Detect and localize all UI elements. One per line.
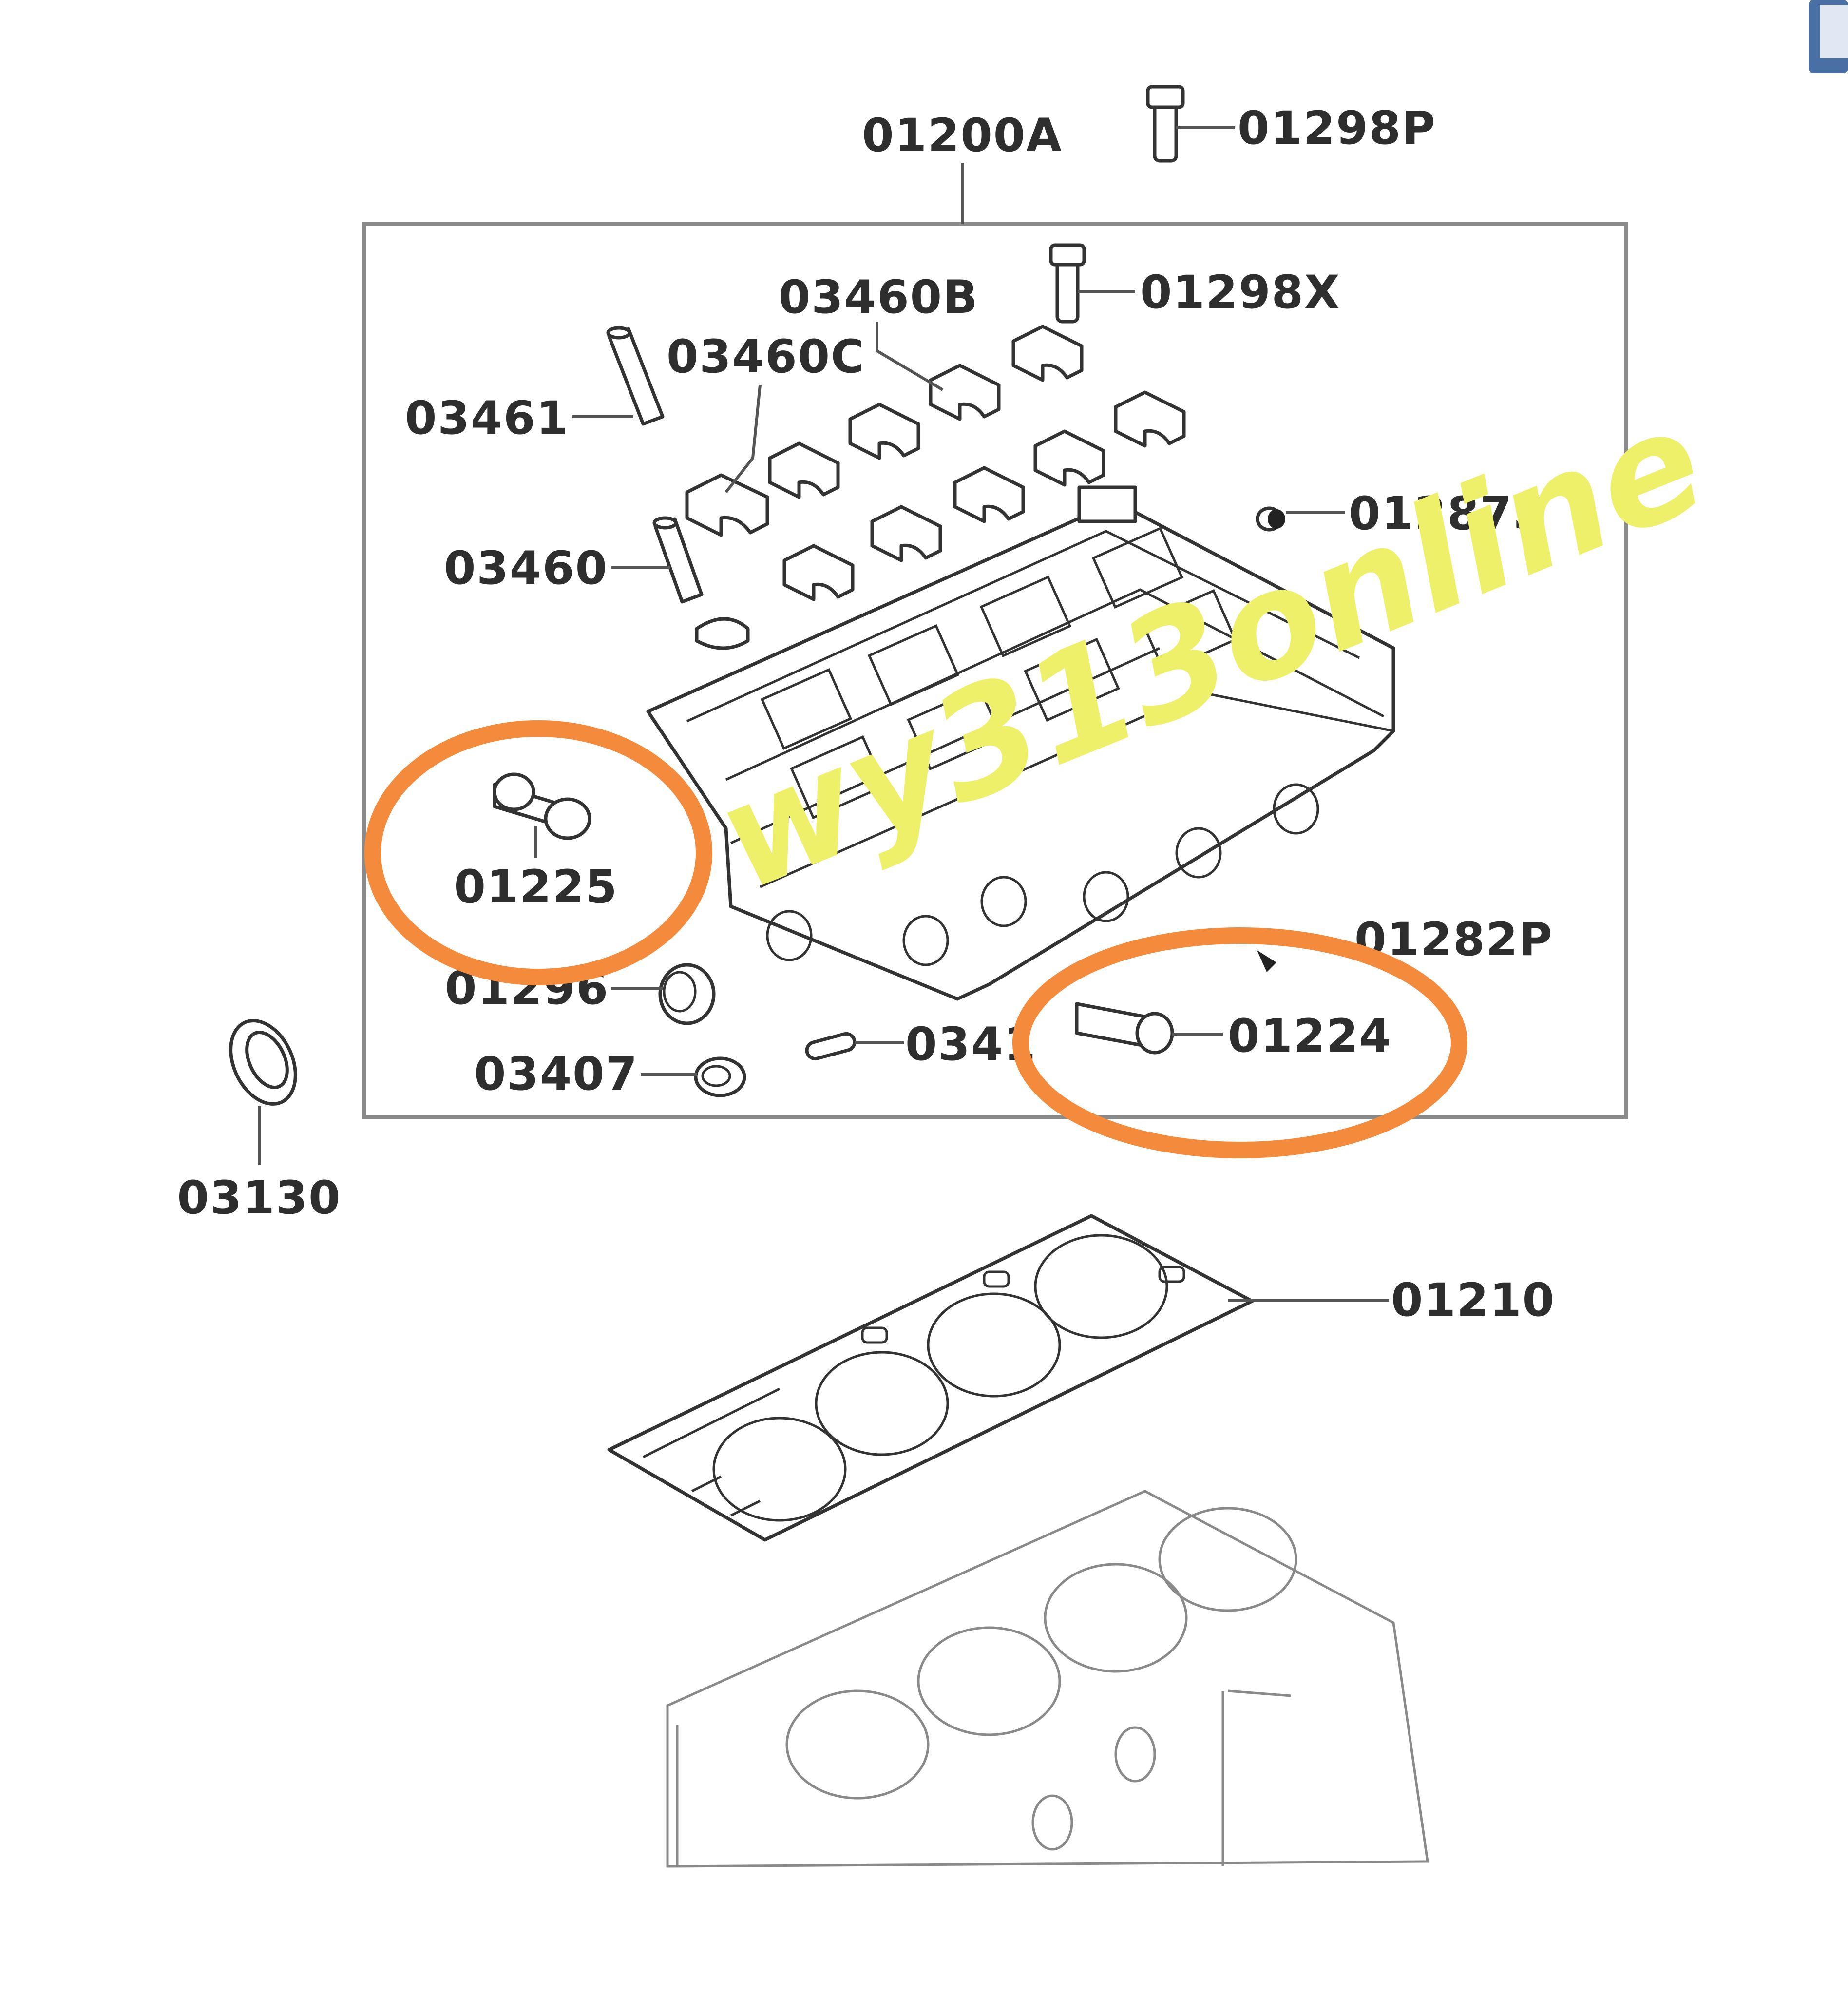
seal-ring-icon: [694, 1056, 746, 1097]
label-01298P: 01298P: [1238, 102, 1436, 155]
port-row: [766, 783, 1319, 966]
assembly-frame: [362, 222, 1628, 1119]
window-corner-icon: [1809, 0, 1848, 73]
label-01224: 01224: [1228, 1010, 1392, 1063]
plug-icon: [1256, 506, 1285, 532]
seal-ring-icon: [658, 963, 716, 1025]
valve-pocket-row: [760, 526, 1237, 820]
highlight-circle-01225: [364, 720, 712, 985]
label-01298X: 01298X: [1140, 266, 1341, 319]
label-03461: 03461: [405, 392, 569, 445]
label-03460C: 03460C: [667, 330, 865, 384]
small-part-icon: [805, 1032, 857, 1061]
label-03460B: 03460B: [779, 271, 979, 324]
dowel-pin-icon: [493, 772, 591, 840]
camshaft-cap-set-icon: [685, 325, 1186, 601]
label-03130: 03130: [177, 1171, 341, 1225]
oil-seal-icon: [229, 1019, 297, 1106]
label-01200A: 01200A: [862, 109, 1063, 162]
seal-icon: [695, 617, 750, 650]
bolt-icon: [1146, 85, 1235, 163]
label-01210: 01210: [1391, 1274, 1555, 1327]
dowel-pin-icon: [1075, 1002, 1174, 1055]
label-01287S: 01287S: [1349, 487, 1547, 540]
label-03407: 03407: [474, 1048, 638, 1101]
head-gasket-icon: [607, 1214, 1254, 1542]
engine-block-icon: [666, 1490, 1429, 1868]
label-01225: 01225: [454, 861, 618, 914]
plug-marker-icon: [1257, 950, 1276, 972]
highlight-circle-01224: [1012, 927, 1467, 1158]
label-03460: 03460: [444, 542, 608, 595]
cylinder-head-icon: [646, 485, 1395, 1001]
guide-icon: [652, 516, 704, 604]
bolt-icon: [1049, 243, 1135, 324]
guide-icon: [606, 326, 665, 426]
